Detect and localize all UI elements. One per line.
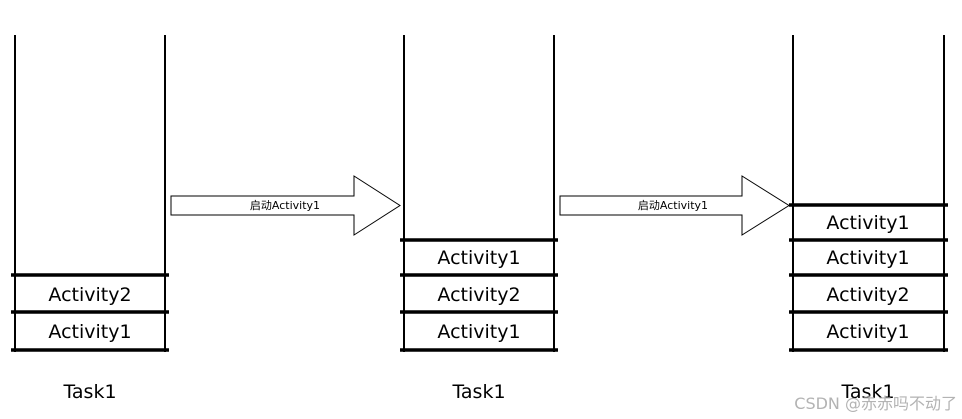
stack-2-activity-label: Activity2 <box>437 284 520 306</box>
arrow-label: 启动Activity1 <box>250 199 320 212</box>
stack-2-activity-label: Activity1 <box>437 321 520 343</box>
watermark: CSDN @赤赤吗不动了 <box>794 394 957 413</box>
launch-arrow-2: 启动Activity1 <box>559 175 790 236</box>
stack-3-activity-label: Activity2 <box>826 284 909 306</box>
stack-1-activity-label: Activity2 <box>48 284 131 306</box>
task-stack-2: Activity1 Activity2 Activity1 Task1 <box>400 35 558 403</box>
stack-1-task-label: Task1 <box>62 381 116 403</box>
arrow-label: 启动Activity1 <box>638 199 708 212</box>
stack-1-activity-label: Activity1 <box>48 321 131 343</box>
arrow-shape <box>170 175 401 236</box>
task-stack-3: Activity1 Activity1 Activity2 Activity1 … <box>789 35 948 403</box>
stack-3-activity-label: Activity1 <box>826 247 909 269</box>
stack-3-activity-label: Activity1 <box>826 212 909 234</box>
stack-3-task-label: Task1 <box>840 381 894 403</box>
stack-2-activity-label: Activity1 <box>437 247 520 269</box>
stack-3-activity-label: Activity1 <box>826 321 909 343</box>
arrow-shape <box>559 175 790 236</box>
task-stack-1: Activity2 Activity1 Task1 <box>11 35 169 403</box>
stack-2-task-label: Task1 <box>451 381 505 403</box>
launch-arrow-1: 启动Activity1 <box>170 175 401 236</box>
